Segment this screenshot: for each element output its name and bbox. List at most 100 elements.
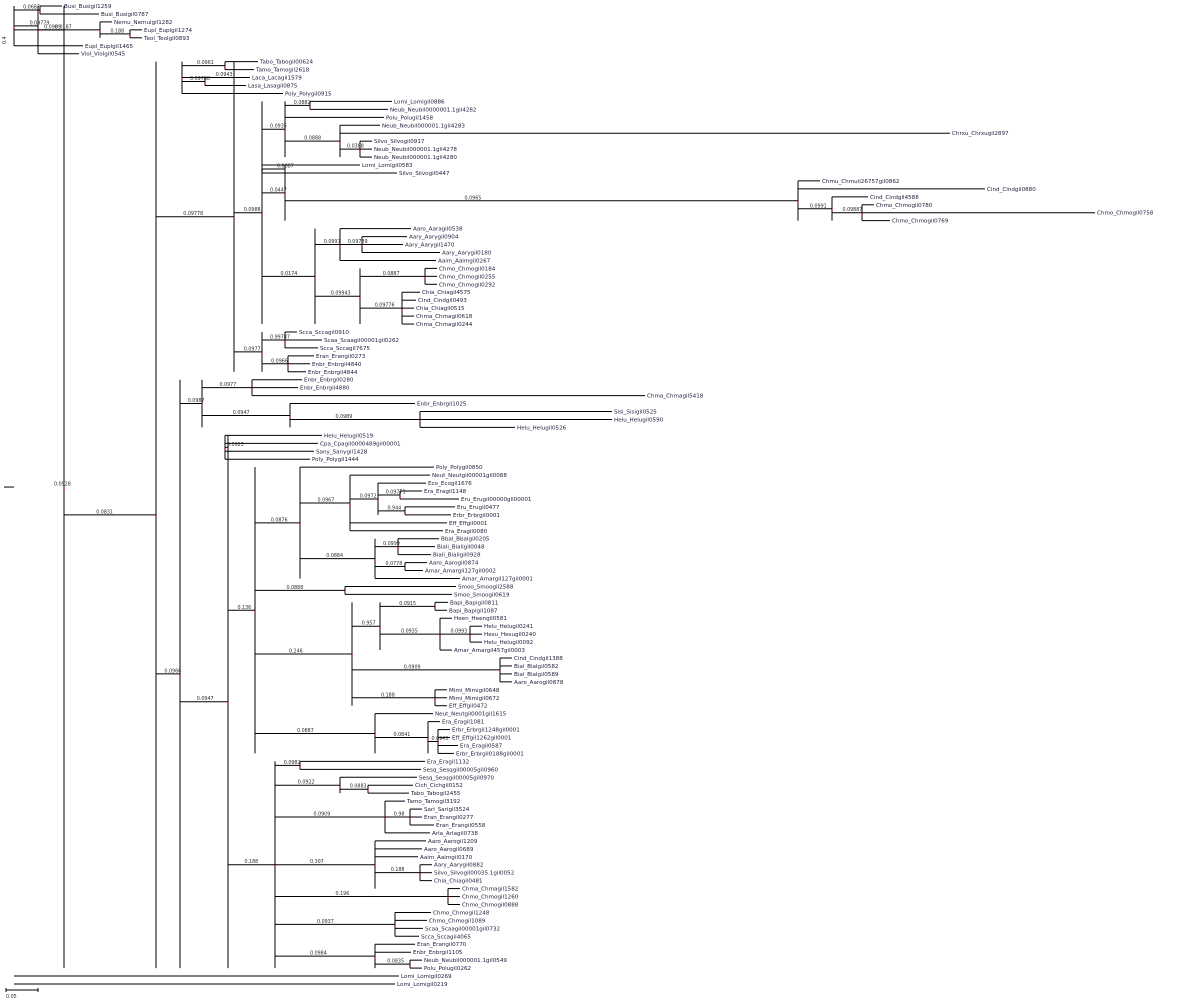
leaf-label: Bapi_Bapigil0811: [450, 600, 499, 606]
leaf-label: Aaim_Aaimgil0267: [438, 258, 491, 264]
leaf-label: Chma_Chmagil1582: [462, 887, 518, 893]
leaf-label: Chmo_Chmogil0758: [1097, 211, 1154, 217]
support-value: 0.0887: [297, 728, 314, 734]
leaf-label: Tamo_Tamogil2618: [255, 68, 310, 74]
leaf-label: Cind_Cindgil0493: [418, 298, 467, 304]
node-marker: [155, 515, 157, 518]
support-value: 0.0922: [298, 780, 315, 786]
leaf-label: Viol_Violgil0545: [81, 52, 126, 58]
node-marker: [129, 34, 131, 37]
support-value: 0.307: [310, 859, 324, 865]
node-marker: [374, 956, 376, 959]
support-value: 0.0937: [317, 919, 334, 925]
support-value: 0.0991: [810, 203, 827, 209]
leaf-label: Nemu_Nemuigil1282: [114, 20, 173, 26]
leaf-label: Chrxu_Chrxugil2897: [952, 131, 1009, 137]
leaf-label: Scaa_Scaagil00001gil0262: [324, 338, 399, 344]
leaf-label: Chma_Chmagil0244: [416, 322, 473, 328]
support-value: 0.0882: [294, 100, 311, 106]
node-marker: [861, 213, 863, 216]
node-marker: [314, 276, 316, 279]
leaf-label: Scca_Sccagil7675: [320, 346, 370, 352]
node-marker: [261, 352, 263, 355]
support-value: 0.0887: [383, 271, 400, 277]
leaf-label: Arla_Arlagil0738: [432, 831, 478, 837]
leaf-label: Lomi_Lomigil0269: [401, 974, 452, 980]
support-value: 0.0947: [233, 410, 250, 416]
leaf-label: Chia_Chiagil0481: [434, 879, 483, 885]
node-marker: [339, 141, 341, 144]
node-marker: [394, 924, 396, 927]
leaf-label: Enbr_Enbrgil1025: [417, 402, 467, 408]
node-marker: [37, 30, 39, 33]
leaf-label: Neut_Neutgil0001gil1615: [435, 712, 507, 718]
node-marker: [404, 511, 406, 514]
support-value: 0.09789: [348, 239, 368, 245]
leaf-label: Neub_Neubil000001.1gil4283: [382, 123, 465, 129]
node-marker: [374, 734, 376, 736]
node-marker: [181, 78, 183, 80]
support-value: 0.0967: [318, 497, 335, 503]
node-marker: [227, 702, 229, 705]
leaf-label: Cind_Cindgil1388: [514, 656, 563, 662]
leaf-label: Amar_Amargil127gil0001: [462, 576, 533, 582]
node-marker: [261, 213, 263, 216]
support-value: 0.0687: [23, 4, 40, 10]
leaf-label: Helu_Helugil0519: [324, 433, 374, 439]
support-value: 0.957: [362, 621, 376, 627]
support-value: 0.0835: [387, 959, 404, 965]
leaf-label: Chmo_Chmogil1260: [462, 895, 519, 901]
support-value: 0.0909: [404, 664, 421, 670]
support-value: 0.0982: [284, 760, 301, 766]
leaf-label: Bapi_Bapigil1087: [449, 608, 498, 614]
scale-bar: 0.05: [5, 988, 39, 1000]
support-value: 0.0984: [310, 951, 327, 957]
support-value: 0.0888: [287, 585, 304, 591]
leaf-label: Helu_Helugil0092: [484, 640, 533, 646]
leaf-label: Aaro_Aaragil0538: [413, 227, 463, 233]
node-marker: [359, 296, 361, 299]
node-marker: [289, 416, 291, 418]
node-marker: [797, 201, 799, 204]
leaf-label: Enbr_Enbrgil4840: [312, 362, 362, 368]
support-value: 0.0447: [270, 187, 287, 193]
leaf-label: Cind_Cindgil4588: [870, 195, 919, 201]
leaf-label: Era_Eragil1148: [424, 489, 467, 495]
support-value: 0.0909: [314, 812, 331, 818]
node-marker: [439, 634, 441, 637]
leaf-label: Erbr_Erbrgil0001: [453, 513, 500, 519]
support-value: 0.0977: [244, 346, 261, 352]
leaf-label: Neub_Neubil000001.1gil4280: [374, 155, 457, 161]
support-value: 0.0947: [197, 696, 214, 702]
node-marker: [251, 388, 253, 391]
node-marker: [284, 340, 286, 343]
leaf-label: Helu_Helugil0241: [484, 624, 534, 630]
tree-leaf-labels: Busi_Busigil1259Busi_Busigil0787Nemu_Nem…: [64, 4, 1154, 988]
leaf-label: Silvo_Silvogil00035.1gil0052: [434, 871, 514, 877]
leaf-label: Aaro_Aarogil1209: [428, 839, 478, 845]
leaf-label: Bbal_Bbalgil0205: [441, 537, 490, 543]
leaf-label: Lasa_Lasagil0875: [248, 84, 298, 90]
node-marker: [39, 10, 41, 13]
node-marker: [233, 217, 235, 220]
leaf-label: Scaa_Scaagil00001gil0732: [425, 926, 500, 932]
node-marker: [437, 742, 439, 744]
support-value: 0.99787: [270, 334, 290, 340]
leaf-label: Busi_Busigil1259: [64, 4, 112, 10]
leaf-label: Eru_Erugil0477: [457, 505, 500, 511]
node-marker: [179, 674, 181, 677]
leaf-label: Era_Eragil0080: [445, 529, 488, 535]
support-value: 0.0972: [360, 493, 377, 499]
leaf-label: Sisi_Sisigil0525: [614, 410, 657, 416]
leaf-label: Biali_Bialigil0048: [437, 545, 485, 551]
node-marker: [339, 245, 341, 247]
leaf-label: Chia_Chiagil4575: [422, 290, 471, 296]
support-value: 0.0977: [220, 382, 237, 388]
leaf-label: Scca_Sccagil4065: [421, 934, 471, 940]
leaf-label: Enbr_Enbrgil4880: [300, 386, 350, 392]
node-marker: [374, 865, 376, 868]
node-marker: [424, 276, 426, 279]
support-value: 0.0993: [451, 629, 468, 635]
leaf-label: Eupl_Euplgil1274: [144, 28, 193, 34]
